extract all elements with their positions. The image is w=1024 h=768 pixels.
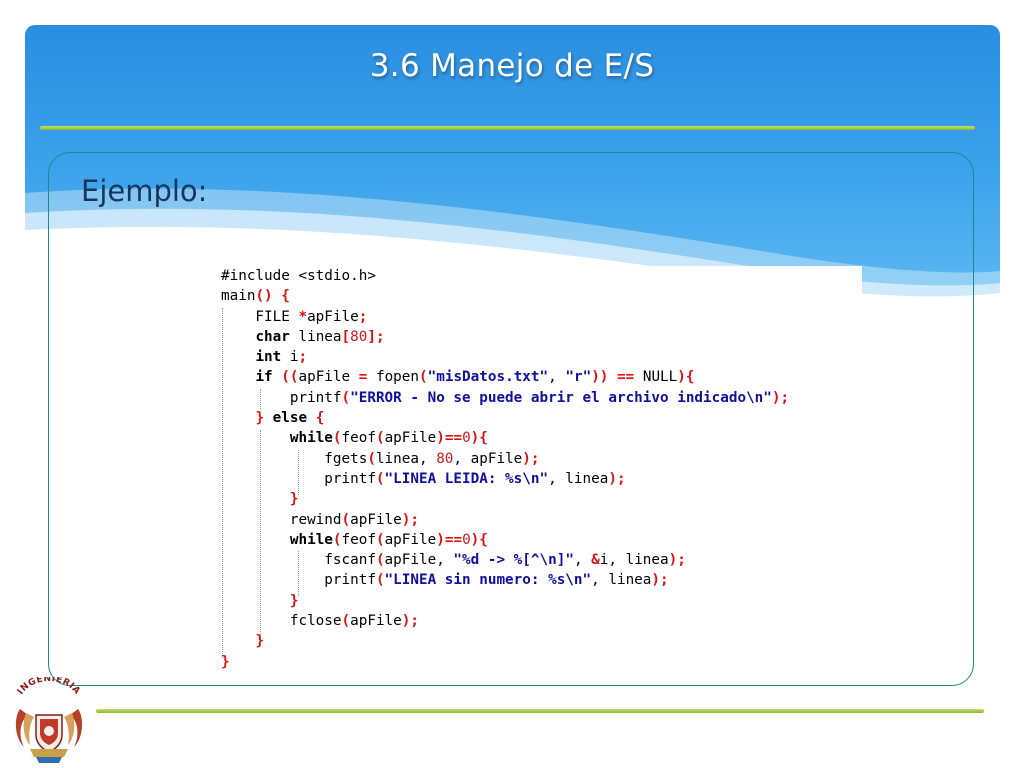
indent-guide <box>260 430 261 638</box>
code-line: #include <stdio.h> <box>221 268 376 284</box>
code-line: } <box>255 633 265 650</box>
indent-guide <box>298 450 299 495</box>
code-line: } <box>221 653 230 670</box>
university-crest-icon: INGENIERIA <box>16 677 83 763</box>
code-panel <box>217 266 862 676</box>
code-line: } <box>289 592 299 609</box>
logo-text: INGENIERIA <box>16 677 82 697</box>
code-line: printf("LINEA sin numero: %s\n", linea); <box>221 572 669 589</box>
title-divider <box>40 126 975 130</box>
indent-guide <box>298 551 299 596</box>
code-line: printf("LINEA LEIDA: %s\n", linea); <box>221 470 626 487</box>
code-line: while(feof(apFile)==0){ <box>289 430 488 447</box>
code-line: FILE *apFile; <box>221 308 368 325</box>
indent-guide <box>260 389 261 409</box>
code-line: main() { <box>221 288 290 305</box>
code-block: #include <stdio.h> main() { FILE *apFile;… <box>221 266 789 672</box>
code-line: } <box>289 491 299 508</box>
code-line: if ((apFile = fopen("misDatos.txt", "r")… <box>255 369 695 386</box>
code-line: int i; <box>255 349 308 366</box>
code-line: char linea[80]; <box>255 328 385 345</box>
code-line: fgets(linea, 80, apFile); <box>221 450 540 467</box>
code-line: fclose(apFile); <box>221 613 419 630</box>
code-line: fscanf(apFile, "%d -> %[^\n]", &i, linea… <box>221 552 686 569</box>
footer-divider <box>96 709 984 713</box>
indent-guide <box>222 308 223 658</box>
svg-text:INGENIERIA: INGENIERIA <box>16 677 82 697</box>
code-line: rewind(apFile); <box>221 511 419 528</box>
code-line: } else { <box>255 410 325 427</box>
code-line: while(feof(apFile)==0){ <box>289 531 488 548</box>
slide-title: 3.6 Manejo de E/S <box>369 48 655 84</box>
code-line: printf("ERROR - No se puede abrir el arc… <box>221 389 790 406</box>
content-box <box>48 152 974 686</box>
content-heading: Ejemplo: <box>81 174 208 208</box>
